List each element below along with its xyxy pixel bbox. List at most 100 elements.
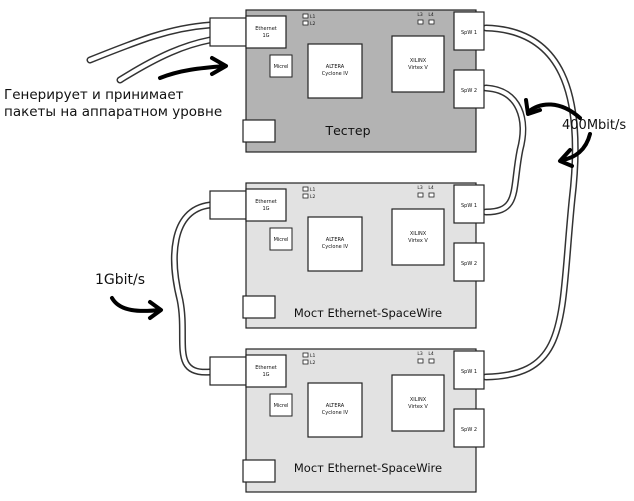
xilinx-chip-label: XILINX [410,397,427,403]
generator-arrow [158,64,227,80]
led-l4 [428,358,435,364]
ethernet-port [245,15,287,49]
spw-speed-label: 400Mbit/s [562,118,626,133]
altera-chip-label: ALTERA [326,403,345,409]
generator-arrowhead [210,56,228,76]
micrel-chip [269,393,293,417]
generator-label-line1: Генерирует и принимает [4,87,184,103]
cables [86,21,579,381]
micrel-chip-label: Micrel [274,403,289,409]
external-ethernet-cable-2-inner [118,38,212,82]
led-l3 [417,192,424,198]
power-block [242,119,276,143]
spw-speed-arrowhead-bottom [558,148,574,168]
led-l1-label: L1 [310,353,316,359]
altera-chip-label: ALTERA [326,237,345,243]
altera-chip [307,216,363,272]
power-block [242,295,276,319]
led-l1 [302,352,309,358]
led-l2-label: L2 [310,194,316,200]
xilinx-chip-model: Virtex V [408,238,428,244]
spw-speed-arrow-bottom [560,132,592,162]
ethernet-cable-loop-inner [172,203,212,375]
annotation-arrows [110,56,592,320]
board-title: Мост Ethernet-SpaceWire [294,461,442,475]
spw1-connector [453,11,485,51]
power-block [242,459,276,483]
ethernet-port [245,354,287,388]
spw-speed-arrowhead-top [524,98,542,116]
spw-cable-short-inner [484,86,525,214]
xilinx-chip-model: Virtex V [408,65,428,71]
spw2-label: SpW 2 [461,427,477,433]
ethernet-port-label: Ethernet [255,365,277,371]
ethernet-port-speed: 1G [262,206,269,212]
eth-speed-label: 1Gbit/s [95,272,145,288]
ethernet-port [245,188,287,222]
xilinx-chip-model: Virtex V [408,404,428,410]
spw2-connector [453,242,485,282]
led-l3-label: L3 [417,185,423,191]
generator-label-line2: пакеты на аппаратном уровне [4,104,222,120]
altera-chip-model: Cyclone IV [322,410,349,416]
led-l2 [302,193,309,199]
altera-chip-label: ALTERA [326,64,345,70]
spw2-label: SpW 2 [461,261,477,267]
xilinx-chip [391,374,445,432]
micrel-chip-label: Micrel [274,237,289,243]
led-l1-label: L1 [310,187,316,193]
led-l4-label: L4 [428,185,434,191]
led-l2-label: L2 [310,21,316,27]
spw1-label: SpW 1 [461,203,477,209]
altera-chip-model: Cyclone IV [322,244,349,250]
spw1-connector [453,350,485,390]
led-l2 [302,20,309,26]
led-l1 [302,186,309,192]
led-l4 [428,19,435,25]
spw-speed-arrow-top [526,102,582,120]
altera-chip [307,43,363,99]
led-l2 [302,359,309,365]
spw2-label: SpW 2 [461,88,477,94]
led-l3 [417,19,424,25]
led-l4-label: L4 [428,12,434,18]
xilinx-chip [391,208,445,266]
led-l3-label: L3 [417,12,423,18]
ethernet-port-speed: 1G [262,33,269,39]
ethernet-plug [209,17,247,47]
board-title: Тестер [324,123,370,138]
led-l2-label: L2 [310,360,316,366]
led-l4-label: L4 [428,351,434,357]
spw1-label: SpW 1 [461,369,477,375]
spw1-connector [453,184,485,224]
ethernet-plug [209,190,247,220]
spw2-connector [453,408,485,448]
board-title: Мост Ethernet-SpaceWire [294,306,442,320]
eth-speed-arrowhead [148,300,163,320]
ethernet-port-speed: 1G [262,372,269,378]
altera-chip [307,382,363,438]
spw1-label: SpW 1 [461,30,477,36]
led-l3 [417,358,424,364]
eth-speed-arrow [110,296,162,313]
ethernet-port-label: Ethernet [255,26,277,32]
ethernet-port-label: Ethernet [255,199,277,205]
spw-cable-long [482,24,579,381]
micrel-chip-label: Micrel [274,64,289,70]
led-l4 [428,192,435,198]
micrel-chip [269,54,293,78]
spw-cable-long-inner [484,26,578,379]
led-l1 [302,13,309,19]
led-l3-label: L3 [417,351,423,357]
xilinx-chip [391,35,445,93]
external-ethernet-cable-inner [88,23,212,62]
altera-chip-model: Cyclone IV [322,71,349,77]
led-l1-label: L1 [310,14,316,20]
micrel-chip [269,227,293,251]
ethernet-plug [209,356,247,386]
